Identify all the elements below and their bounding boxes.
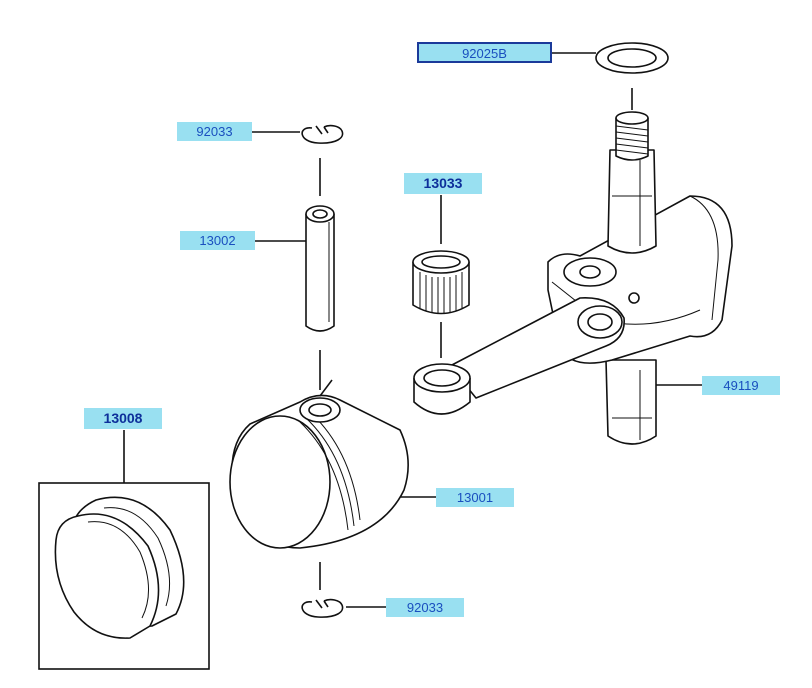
needle-bearing-part	[412, 250, 470, 315]
leader-lines	[123, 52, 702, 608]
label-piston[interactable]: 13001	[436, 488, 514, 507]
crankshaft-part	[413, 111, 733, 445]
label-piston-pin[interactable]: 13002	[180, 231, 255, 250]
label-piston-ring-set[interactable]: 13008	[84, 408, 162, 429]
piston-ring-set-part	[38, 482, 210, 670]
label-circlip-top[interactable]: 92033	[177, 122, 252, 141]
thrust-washer-part	[595, 42, 669, 74]
piston-pin-part	[305, 205, 335, 332]
circlip-top-part	[301, 124, 344, 144]
piston-part	[229, 379, 409, 549]
label-crankshaft[interactable]: 49119	[702, 376, 780, 395]
circlip-bottom-part	[301, 598, 344, 618]
label-needle-bearing[interactable]: 13033	[404, 173, 482, 194]
label-thrust-washer[interactable]: 92025B	[417, 42, 552, 63]
label-circlip-bottom[interactable]: 92033	[386, 598, 464, 617]
